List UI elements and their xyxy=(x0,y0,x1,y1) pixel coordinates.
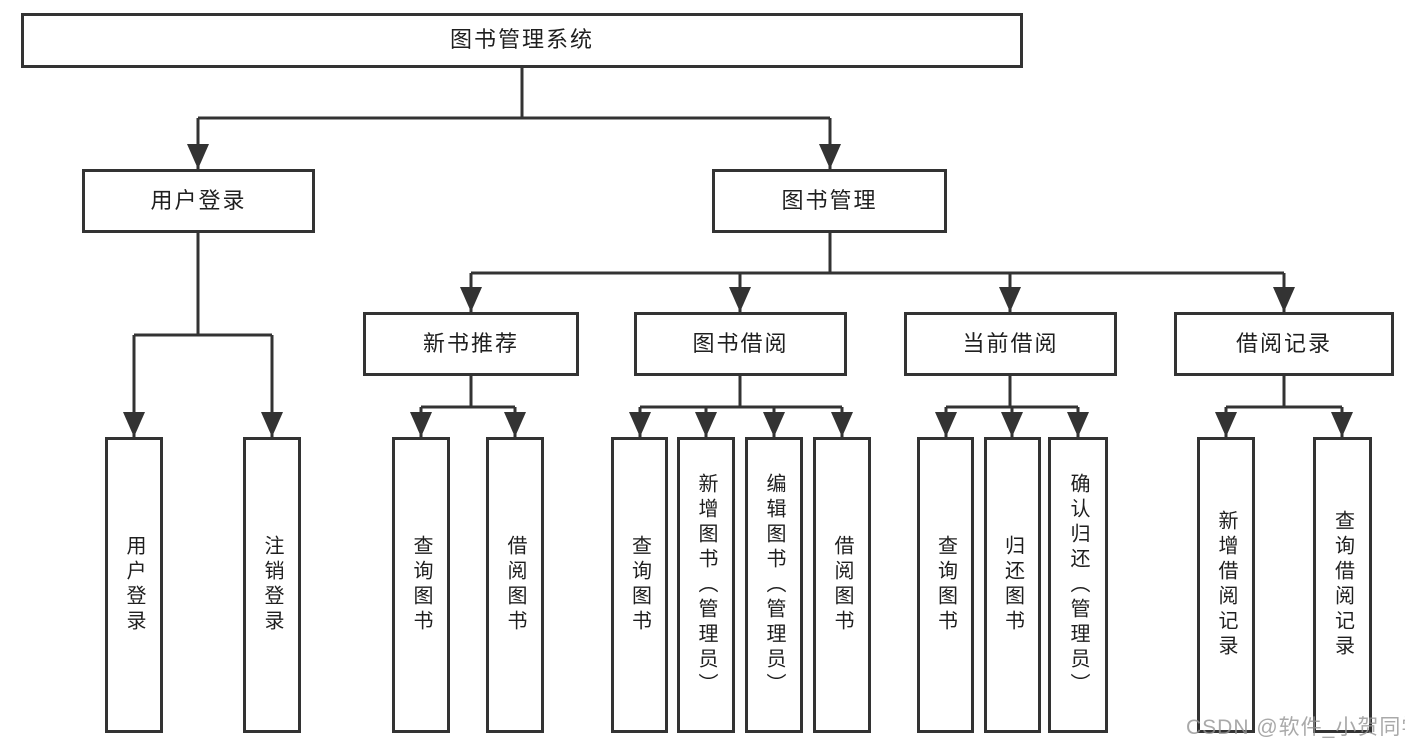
leaf-logout: 注销登录 xyxy=(243,437,301,733)
node-current-borrowing: 当前借阅 xyxy=(904,312,1117,376)
leaf-add-borrow-record: 新增借阅记录 xyxy=(1197,437,1255,733)
node-user-login: 用户登录 xyxy=(82,169,315,233)
node-new-book-recommendation: 新书推荐 xyxy=(363,312,579,376)
node-label: 借阅记录 xyxy=(1235,330,1332,356)
leaf-label: 查询图书 xyxy=(628,535,651,635)
leaf-borrow-books: 借阅图书 xyxy=(813,437,871,733)
node-label: 图书管理 xyxy=(781,187,878,213)
node-label: 新书推荐 xyxy=(422,330,519,356)
leaf-add-book-admin: 新增图书（管理员） xyxy=(677,437,735,733)
leaf-query-borrow-record: 查询借阅记录 xyxy=(1313,437,1372,733)
leaf-label: 用户登录 xyxy=(123,535,145,635)
leaf-label: 新增借阅记录 xyxy=(1215,510,1237,660)
leaf-label: 编辑图书（管理员） xyxy=(763,472,785,698)
leaf-return-books: 归还图书 xyxy=(984,437,1041,733)
leaf-label: 确认归还（管理员） xyxy=(1067,472,1089,698)
leaf-edit-book-admin: 编辑图书（管理员） xyxy=(745,437,803,733)
leaf-label: 查询借阅记录 xyxy=(1331,510,1354,660)
node-label: 用户登录 xyxy=(150,187,247,213)
leaf-label: 借阅图书 xyxy=(504,535,526,635)
node-book-borrowing: 图书借阅 xyxy=(634,312,847,376)
leaf-label: 归还图书 xyxy=(1001,535,1024,635)
node-label: 图书管理系统 xyxy=(449,27,594,53)
csdn-watermark: CSDN @软件_小贺同学 xyxy=(1186,716,1405,739)
node-label: 图书借阅 xyxy=(692,330,789,356)
leaf-query-books-borrowing: 查询图书 xyxy=(611,437,668,733)
leaf-label: 注销登录 xyxy=(261,535,283,635)
leaf-label: 查询图书 xyxy=(934,535,957,635)
leaf-confirm-return-admin: 确认归还（管理员） xyxy=(1048,437,1108,733)
leaf-query-books-recommend: 查询图书 xyxy=(392,437,450,733)
node-label: 当前借阅 xyxy=(962,330,1059,356)
leaf-query-books-current: 查询图书 xyxy=(917,437,974,733)
leaf-label: 查询图书 xyxy=(410,535,432,635)
node-book-management: 图书管理 xyxy=(712,169,947,233)
leaf-label: 新增图书（管理员） xyxy=(695,472,717,698)
trunk-wires xyxy=(134,68,1342,409)
node-library-management-system: 图书管理系统 xyxy=(21,13,1023,68)
leaf-user-login: 用户登录 xyxy=(105,437,163,733)
leaf-borrow-books-recommend: 借阅图书 xyxy=(486,437,544,733)
node-borrowing-records: 借阅记录 xyxy=(1174,312,1394,376)
leaf-label: 借阅图书 xyxy=(831,535,853,635)
